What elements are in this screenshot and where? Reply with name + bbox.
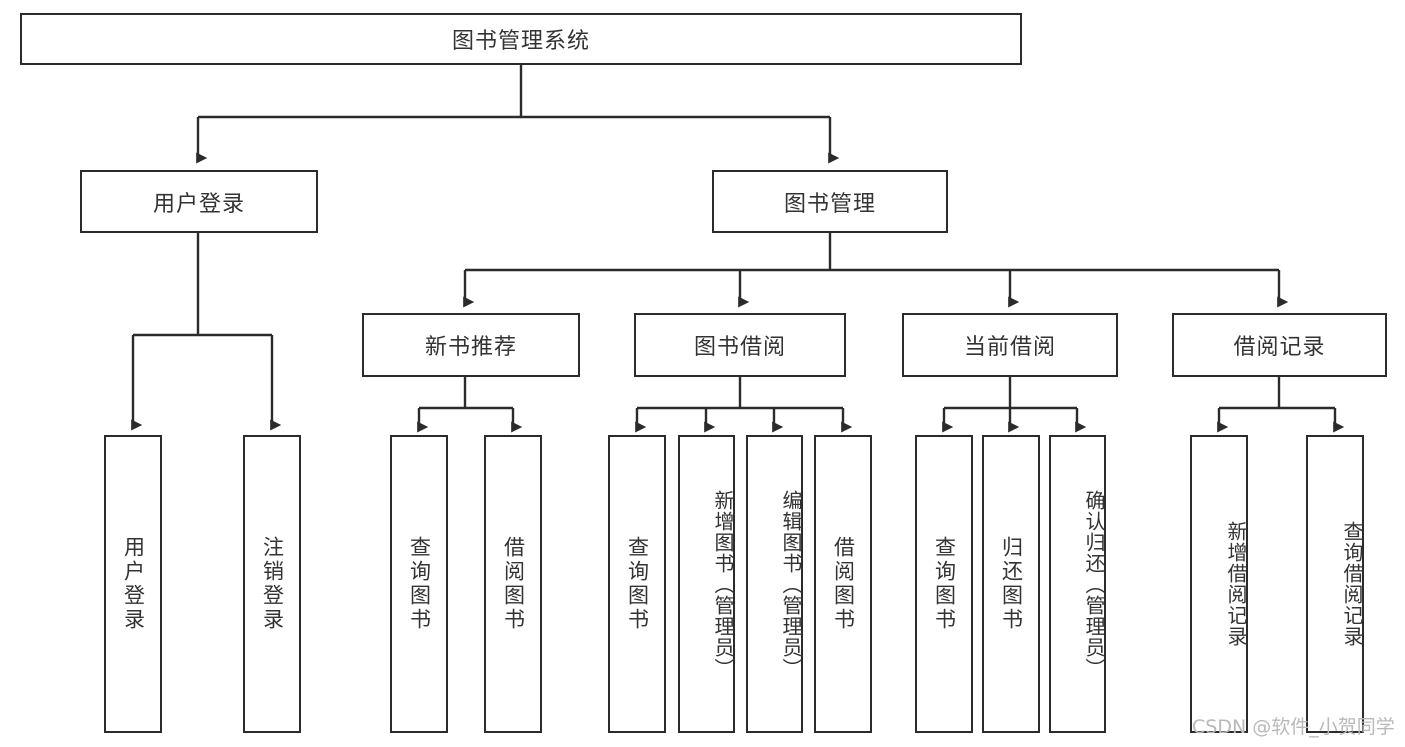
- node-current-borrow-label: 当前借阅: [963, 335, 1056, 360]
- node-leaf-borrow-book-2-label: 借阅图书: [831, 536, 856, 632]
- node-book-manage[interactable]: 图书管理: [712, 170, 948, 233]
- node-borrow-record-label: 借阅记录: [1233, 335, 1326, 360]
- node-leaf-borrow-book-2[interactable]: 借阅图书: [814, 435, 872, 733]
- node-user-login-label: 用户登录: [152, 191, 245, 217]
- node-leaf-return-book[interactable]: 归还图书: [982, 435, 1040, 733]
- node-borrow-record[interactable]: 借阅记录: [1172, 313, 1387, 377]
- node-book-borrow[interactable]: 图书借阅: [634, 313, 846, 377]
- node-leaf-query-book-3-label: 查询图书: [932, 536, 957, 632]
- node-leaf-query-record[interactable]: 查询借阅记录: [1306, 435, 1364, 733]
- node-book-manage-label: 图书管理: [783, 191, 876, 217]
- node-leaf-return-book-label: 归还图书: [999, 536, 1024, 632]
- node-leaf-add-record-label: 新增借阅记录: [1224, 521, 1248, 647]
- node-current-borrow[interactable]: 当前借阅: [902, 313, 1118, 377]
- node-leaf-query-book-2-label: 查询图书: [625, 536, 650, 632]
- node-leaf-query-book-1-label: 查询图书: [407, 536, 432, 632]
- node-leaf-edit-book-label: 编辑图书（管理员）: [779, 489, 803, 679]
- node-leaf-add-book[interactable]: 新增图书（管理员）: [678, 435, 735, 733]
- csdn-watermark: CSDN @软件_小贺同学: [1192, 716, 1395, 738]
- node-leaf-add-book-label: 新增图书（管理员）: [711, 489, 735, 679]
- node-leaf-confirm-return-label: 确认归还（管理员）: [1082, 489, 1106, 679]
- node-leaf-borrow-book-1[interactable]: 借阅图书: [484, 435, 542, 733]
- node-leaf-logout-label: 注销登录: [260, 536, 285, 632]
- node-root[interactable]: 图书管理系统: [20, 13, 1022, 65]
- node-leaf-query-record-label: 查询借阅记录: [1340, 521, 1364, 647]
- node-root-label: 图书管理系统: [451, 29, 590, 54]
- node-new-book-recommend[interactable]: 新书推荐: [362, 313, 580, 377]
- node-leaf-user-login[interactable]: 用户登录: [104, 435, 162, 733]
- node-leaf-edit-book[interactable]: 编辑图书（管理员）: [746, 435, 803, 733]
- node-leaf-add-record[interactable]: 新增借阅记录: [1190, 435, 1248, 733]
- node-leaf-query-book-1[interactable]: 查询图书: [390, 435, 448, 733]
- node-leaf-user-login-label: 用户登录: [121, 536, 146, 632]
- node-user-login[interactable]: 用户登录: [80, 170, 318, 233]
- node-leaf-query-book-2[interactable]: 查询图书: [608, 435, 666, 733]
- node-leaf-query-book-3[interactable]: 查询图书: [915, 435, 973, 733]
- node-leaf-logout[interactable]: 注销登录: [243, 435, 301, 733]
- node-leaf-confirm-return[interactable]: 确认归还（管理员）: [1049, 435, 1106, 733]
- node-new-book-recommend-label: 新书推荐: [424, 335, 517, 360]
- node-leaf-borrow-book-1-label: 借阅图书: [501, 536, 526, 632]
- node-book-borrow-label: 图书借阅: [693, 335, 786, 360]
